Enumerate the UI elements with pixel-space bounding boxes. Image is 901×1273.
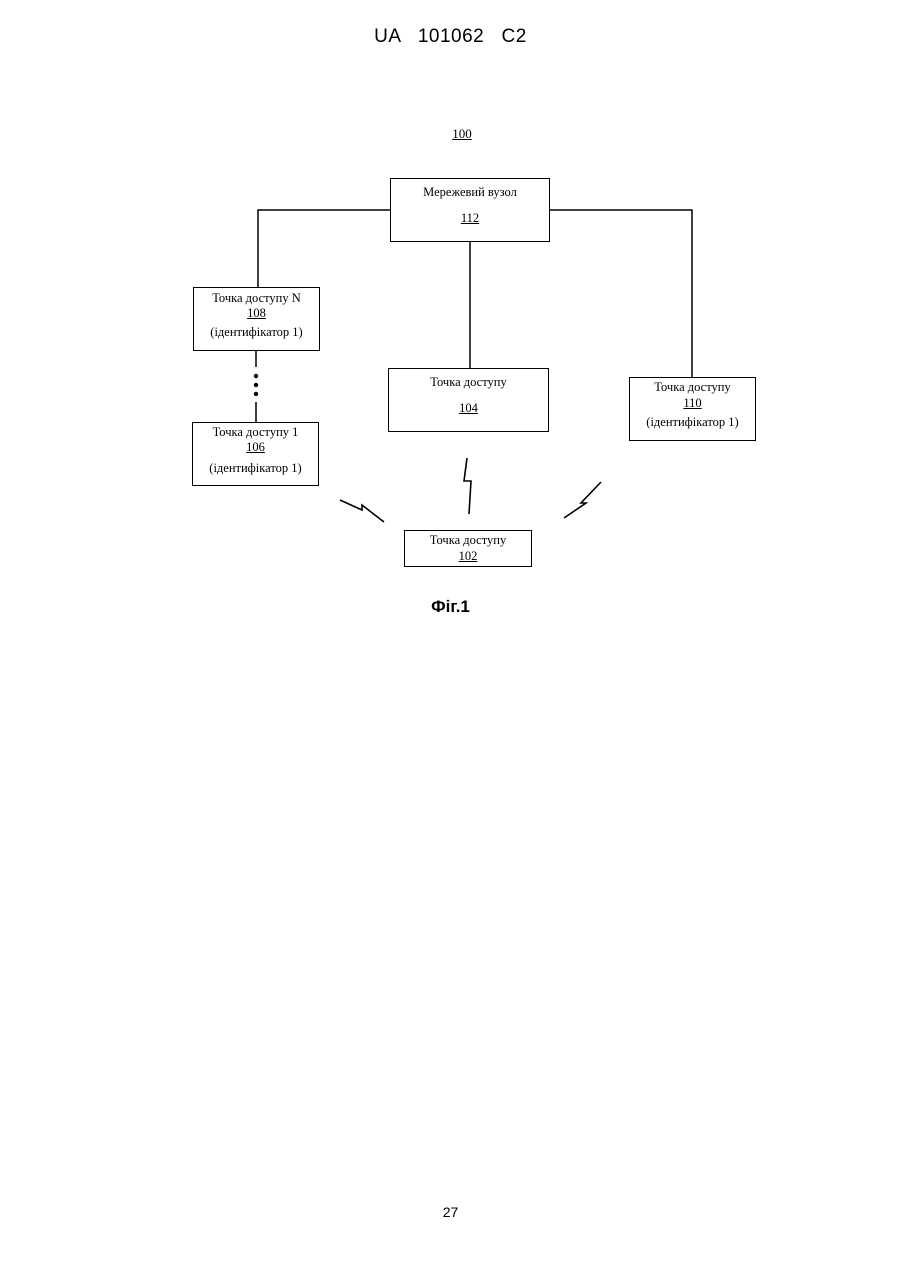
access-point-n-number: 108	[247, 306, 266, 320]
access-point-110-identifier: (ідентифікатор 1)	[630, 415, 755, 429]
wireless-icon-right	[564, 482, 601, 518]
access-point-1-box: Точка доступу 1 106 (ідентифікатор 1)	[192, 422, 319, 486]
access-point-102-box: Точка доступу 102	[404, 530, 532, 567]
access-point-102-number: 102	[459, 549, 478, 563]
access-point-1-number: 106	[246, 440, 265, 454]
access-point-n-box: Точка доступу N 108 (ідентифікатор 1)	[193, 287, 320, 351]
network-node-number: 112	[461, 211, 479, 225]
access-point-1-identifier: (ідентифікатор 1)	[193, 461, 318, 475]
wireless-icon-left	[340, 500, 384, 522]
access-point-104-title: Точка доступу	[389, 375, 548, 389]
access-point-1-title: Точка доступу 1	[193, 425, 318, 439]
access-point-n-title: Точка доступу N	[194, 291, 319, 305]
access-point-110-title: Точка доступу	[630, 380, 755, 394]
wireless-icon-center	[464, 458, 471, 514]
page-number: 27	[0, 1204, 901, 1220]
access-point-102-title: Точка доступу	[405, 533, 531, 547]
link-network-to-ap-n	[258, 210, 391, 287]
access-point-n-identifier: (ідентифікатор 1)	[194, 325, 319, 339]
access-point-110-number: 110	[683, 396, 701, 410]
access-point-104-box: Точка доступу 104	[388, 368, 549, 432]
network-node-box: Мережевий вузол 112	[390, 178, 550, 242]
system-ref-number: 100	[440, 126, 484, 142]
network-node-title: Мережевий вузол	[391, 185, 549, 199]
figure-caption: Фіг.1	[0, 597, 901, 617]
access-point-104-number: 104	[459, 401, 478, 415]
link-network-to-ap-110	[550, 210, 692, 377]
access-point-110-box: Точка доступу 110 (ідентифікатор 1)	[629, 377, 756, 441]
ellipsis-dots	[254, 374, 258, 396]
